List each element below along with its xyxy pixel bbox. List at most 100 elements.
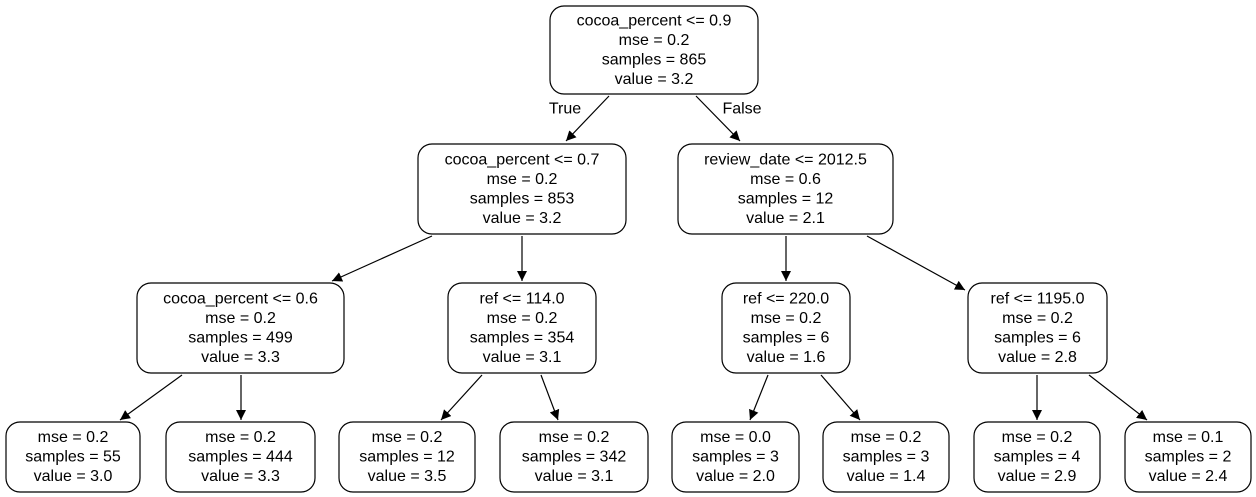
node-line: value = 2.4 xyxy=(1149,468,1228,485)
edge-label-false: False xyxy=(722,101,761,118)
node-line: review_date <= 2012.5 xyxy=(704,151,867,168)
tree-node-n6: mse = 0.2 samples = 12 value = 3.5 xyxy=(338,421,476,493)
edge-arrow xyxy=(331,235,433,282)
node-box xyxy=(671,421,800,493)
node-line: samples = 4 xyxy=(994,449,1081,466)
nodes-layer: cocoa_percent <= 0.9 mse = 0.2 samples = 8… xyxy=(5,5,1252,493)
node-line: samples = 354 xyxy=(470,329,575,346)
node-box xyxy=(677,143,894,235)
node-box xyxy=(499,421,649,493)
edge-arrow xyxy=(565,95,610,142)
node-line: mse = 0.2 xyxy=(1002,429,1073,446)
node-line: mse = 0.2 xyxy=(487,310,558,327)
node-line: value = 1.4 xyxy=(847,468,926,485)
edge-n1-n2 xyxy=(331,235,433,282)
node-line: samples = 853 xyxy=(470,190,575,207)
node-line: mse = 0.2 xyxy=(372,429,443,446)
tree-node-n11: mse = 0.2 samples = 3 value = 1.4 xyxy=(822,421,950,493)
node-line: samples = 499 xyxy=(188,329,293,346)
node-line: value = 3.5 xyxy=(368,468,447,485)
edge-arrow xyxy=(540,374,560,421)
edge-arrow xyxy=(866,235,966,291)
node-line: mse = 0.2 xyxy=(851,429,922,446)
tree-node-n4: mse = 0.2 samples = 444 value = 3.3 xyxy=(165,421,316,493)
node-line: mse = 0.2 xyxy=(487,171,558,188)
node-line: value = 3.2 xyxy=(615,71,694,88)
node-box xyxy=(136,282,345,374)
tree-node-n12: ref <= 1195.0 mse = 0.2 samples = 6 value =… xyxy=(967,282,1108,374)
node-line: mse = 0.2 xyxy=(751,310,822,327)
node-box xyxy=(967,282,1108,374)
node-line: mse = 0.0 xyxy=(700,429,771,446)
tree-node-n5: ref <= 114.0 mse = 0.2 samples = 354 value … xyxy=(447,282,597,374)
node-box xyxy=(5,421,141,493)
node-line: samples = 865 xyxy=(602,51,707,68)
node-line: ref <= 1195.0 xyxy=(991,290,1085,307)
node-line: cocoa_percent <= 0.6 xyxy=(163,290,318,307)
node-line: value = 2.8 xyxy=(998,349,1077,366)
edge-n9-n11 xyxy=(820,374,861,421)
node-line: value = 2.9 xyxy=(998,468,1077,485)
node-line: value = 2.0 xyxy=(696,468,775,485)
node-line: samples = 444 xyxy=(188,449,293,466)
node-line: mse = 0.1 xyxy=(1153,429,1224,446)
node-line: samples = 3 xyxy=(843,449,930,466)
edge-arrow xyxy=(119,374,183,421)
node-line: samples = 55 xyxy=(25,449,121,466)
edge-arrow xyxy=(440,374,483,421)
node-line: samples = 6 xyxy=(994,329,1081,346)
node-line: value = 3.0 xyxy=(34,468,113,485)
node-line: value = 1.6 xyxy=(747,349,826,366)
edge-n12-n14 xyxy=(1088,374,1148,421)
node-line: mse = 0.2 xyxy=(1002,310,1073,327)
node-line: mse = 0.2 xyxy=(619,32,690,49)
node-box xyxy=(549,5,759,95)
node-line: mse = 0.2 xyxy=(38,429,109,446)
edge-n5-n7 xyxy=(540,374,560,421)
node-line: cocoa_percent <= 0.9 xyxy=(577,12,732,29)
edges-layer: True False xyxy=(119,95,1148,421)
tree-node-n8: review_date <= 2012.5 mse = 0.6 samples = … xyxy=(677,143,894,235)
edge-n8-n12 xyxy=(866,235,966,291)
tree-node-n14: mse = 0.1 samples = 2 value = 2.4 xyxy=(1124,421,1252,493)
node-line: value = 3.3 xyxy=(201,468,280,485)
node-line: samples = 12 xyxy=(359,449,455,466)
edge-arrow xyxy=(1088,374,1148,421)
node-line: value = 3.2 xyxy=(483,210,562,227)
node-box xyxy=(721,282,851,374)
node-line: mse = 0.6 xyxy=(750,171,821,188)
node-box xyxy=(973,421,1101,493)
node-line: value = 2.1 xyxy=(746,210,825,227)
tree-node-n10: mse = 0.0 samples = 3 value = 2.0 xyxy=(671,421,800,493)
node-line: value = 3.1 xyxy=(483,349,562,366)
edge-n0-n8: False xyxy=(695,95,762,142)
node-box xyxy=(338,421,476,493)
node-line: samples = 12 xyxy=(738,190,834,207)
edge-arrow xyxy=(820,374,861,421)
edge-n2-n3 xyxy=(119,374,183,421)
node-box xyxy=(417,143,627,235)
tree-node-n2: cocoa_percent <= 0.6 mse = 0.2 samples = 4… xyxy=(136,282,345,374)
tree-node-n1: cocoa_percent <= 0.7 mse = 0.2 samples = 8… xyxy=(417,143,627,235)
node-line: cocoa_percent <= 0.7 xyxy=(445,151,600,168)
tree-node-n0: cocoa_percent <= 0.9 mse = 0.2 samples = 8… xyxy=(549,5,759,95)
edge-n5-n6 xyxy=(440,374,483,421)
node-line: mse = 0.2 xyxy=(205,429,276,446)
tree-node-n13: mse = 0.2 samples = 4 value = 2.9 xyxy=(973,421,1101,493)
edge-arrow xyxy=(695,95,741,142)
node-line: mse = 0.2 xyxy=(539,429,610,446)
node-line: ref <= 114.0 xyxy=(479,290,564,307)
tree-node-n3: mse = 0.2 samples = 55 value = 3.0 xyxy=(5,421,141,493)
node-line: samples = 6 xyxy=(743,329,830,346)
node-line: samples = 3 xyxy=(692,449,779,466)
node-line: samples = 2 xyxy=(1145,449,1232,466)
edge-arrow xyxy=(749,374,769,421)
node-line: mse = 0.2 xyxy=(205,310,276,327)
node-box xyxy=(165,421,316,493)
edge-n9-n10 xyxy=(749,374,769,421)
node-box xyxy=(447,282,597,374)
edge-label-true: True xyxy=(549,101,581,118)
